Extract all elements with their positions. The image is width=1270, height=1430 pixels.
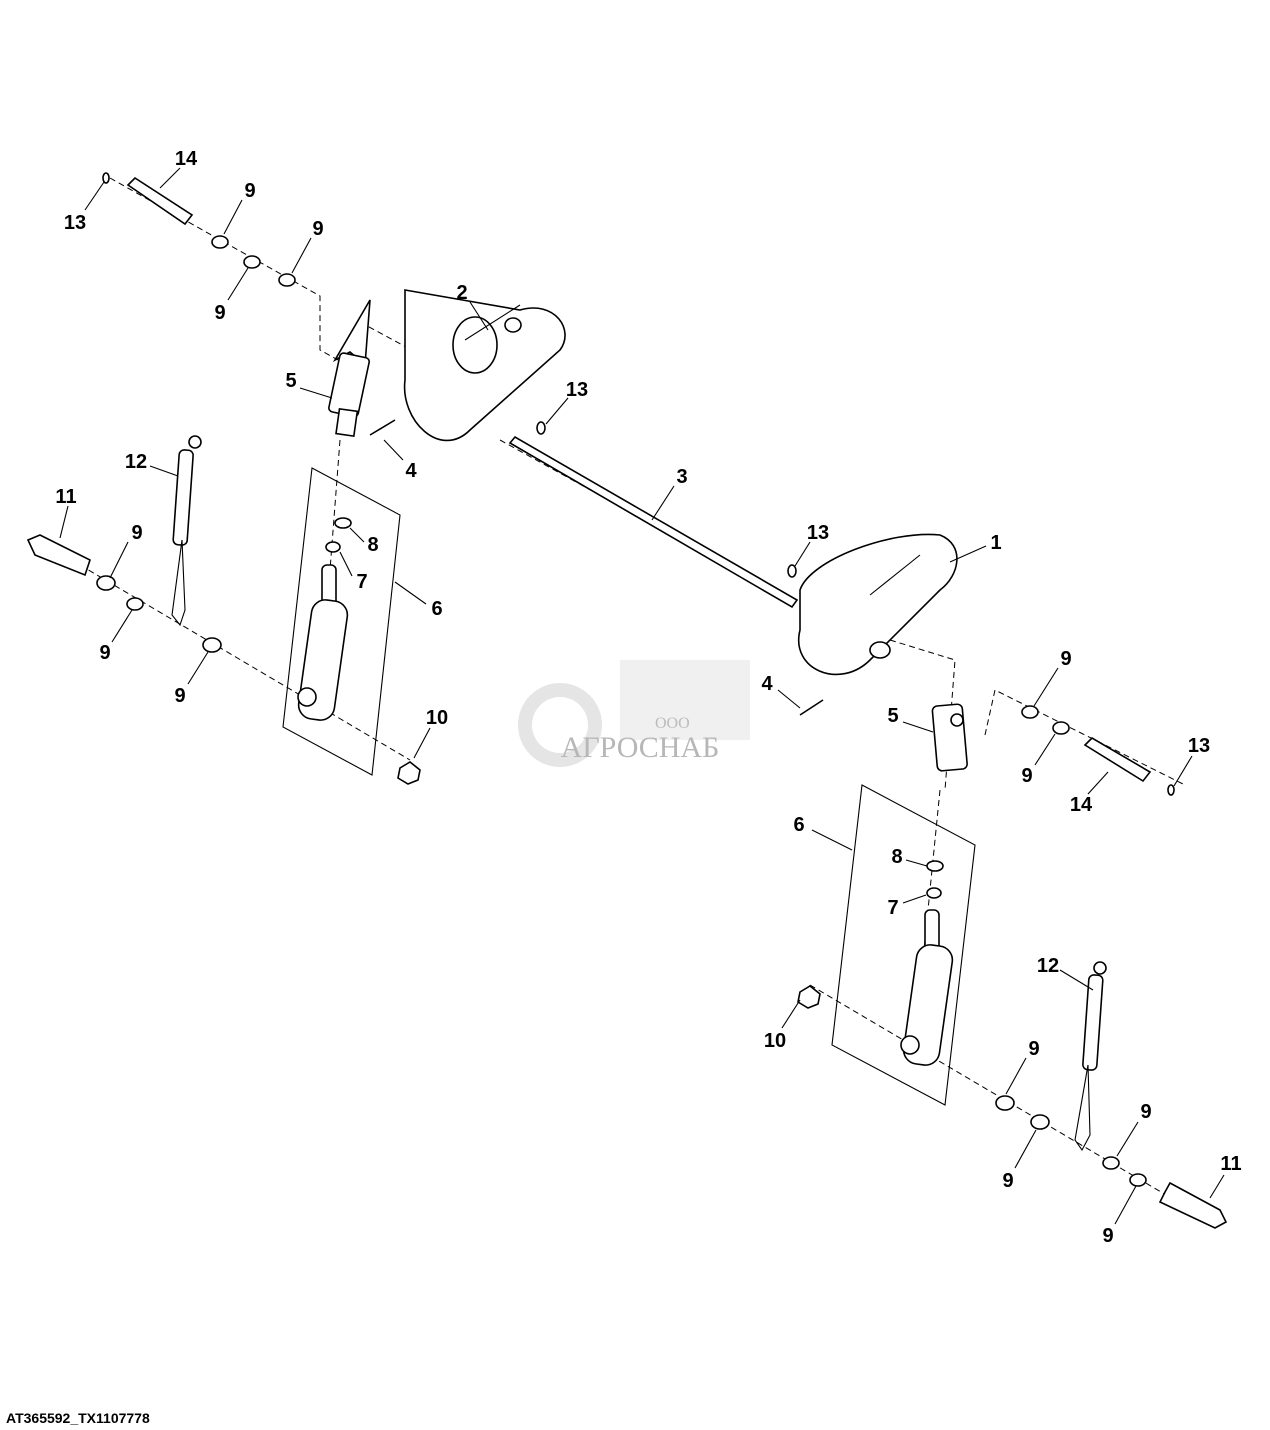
- callout-label: 9: [1140, 1101, 1151, 1123]
- callout-label: 9: [214, 302, 225, 324]
- callout-label: 13: [807, 522, 829, 544]
- callout-label: 9: [99, 642, 110, 664]
- callout-label: 9: [244, 180, 255, 202]
- callout-label: 11: [55, 486, 76, 508]
- callout-leaders: [59, 167, 1225, 1225]
- callout-label: 9: [1060, 648, 1071, 670]
- callout-label: 14: [175, 148, 198, 170]
- callout-label: 4: [405, 460, 417, 482]
- callout-label: 9: [1021, 765, 1032, 787]
- figure-id: AT365592_TX1107778: [6, 1410, 150, 1426]
- ring-13: [536, 421, 546, 435]
- callout-label: 8: [891, 846, 902, 868]
- arm-2: [403, 289, 566, 442]
- pin-4-right: [799, 699, 824, 716]
- callout-label: 13: [566, 379, 588, 401]
- callout-label: 9: [1002, 1170, 1013, 1192]
- callout-label: 7: [356, 571, 367, 593]
- callout-label: 14: [1070, 794, 1093, 816]
- callout-label: 10: [426, 707, 448, 729]
- callout-label: 9: [1028, 1038, 1039, 1060]
- callout-label: 5: [285, 370, 296, 392]
- callout-label: 6: [431, 598, 442, 620]
- callout-label: 13: [64, 212, 86, 234]
- callout-label: 1: [990, 532, 1001, 554]
- callout-label: 12: [1037, 955, 1059, 977]
- kit-box-6-right: [831, 784, 976, 1106]
- callout-label: 2: [456, 282, 467, 304]
- arm-1: [797, 533, 958, 676]
- callout-label: 12: [125, 451, 147, 473]
- callout-label: 8: [367, 534, 378, 556]
- callout-labels: 14 13 9 9 9 2 5 13 4 12 11 3 13 1 9 8 7 …: [55, 148, 1241, 1247]
- ring-13-right: [787, 564, 797, 578]
- callout-label: 13: [1188, 735, 1210, 757]
- watermark-name: АГРОСНАБ: [561, 731, 720, 764]
- callout-label: 4: [761, 673, 773, 695]
- callout-label: 10: [764, 1030, 786, 1052]
- shaft-3: [508, 435, 799, 609]
- parts-right: [797, 703, 1228, 1229]
- callout-label: 9: [1102, 1225, 1113, 1247]
- parts-left: [26, 172, 421, 785]
- watermark-prefix: ООО: [655, 715, 690, 732]
- callout-label: 11: [1220, 1153, 1241, 1175]
- callout-label: 9: [312, 218, 323, 240]
- callout-label: 7: [887, 897, 898, 919]
- callout-label: 5: [887, 705, 898, 727]
- agrosnab-watermark: ООО АГРОСНАБ: [518, 660, 750, 767]
- callout-label: 3: [676, 466, 687, 488]
- kit-box-6-left: [282, 467, 401, 776]
- callout-label: 9: [131, 522, 142, 544]
- callout-label: 6: [793, 814, 804, 836]
- callout-label: 9: [174, 685, 185, 707]
